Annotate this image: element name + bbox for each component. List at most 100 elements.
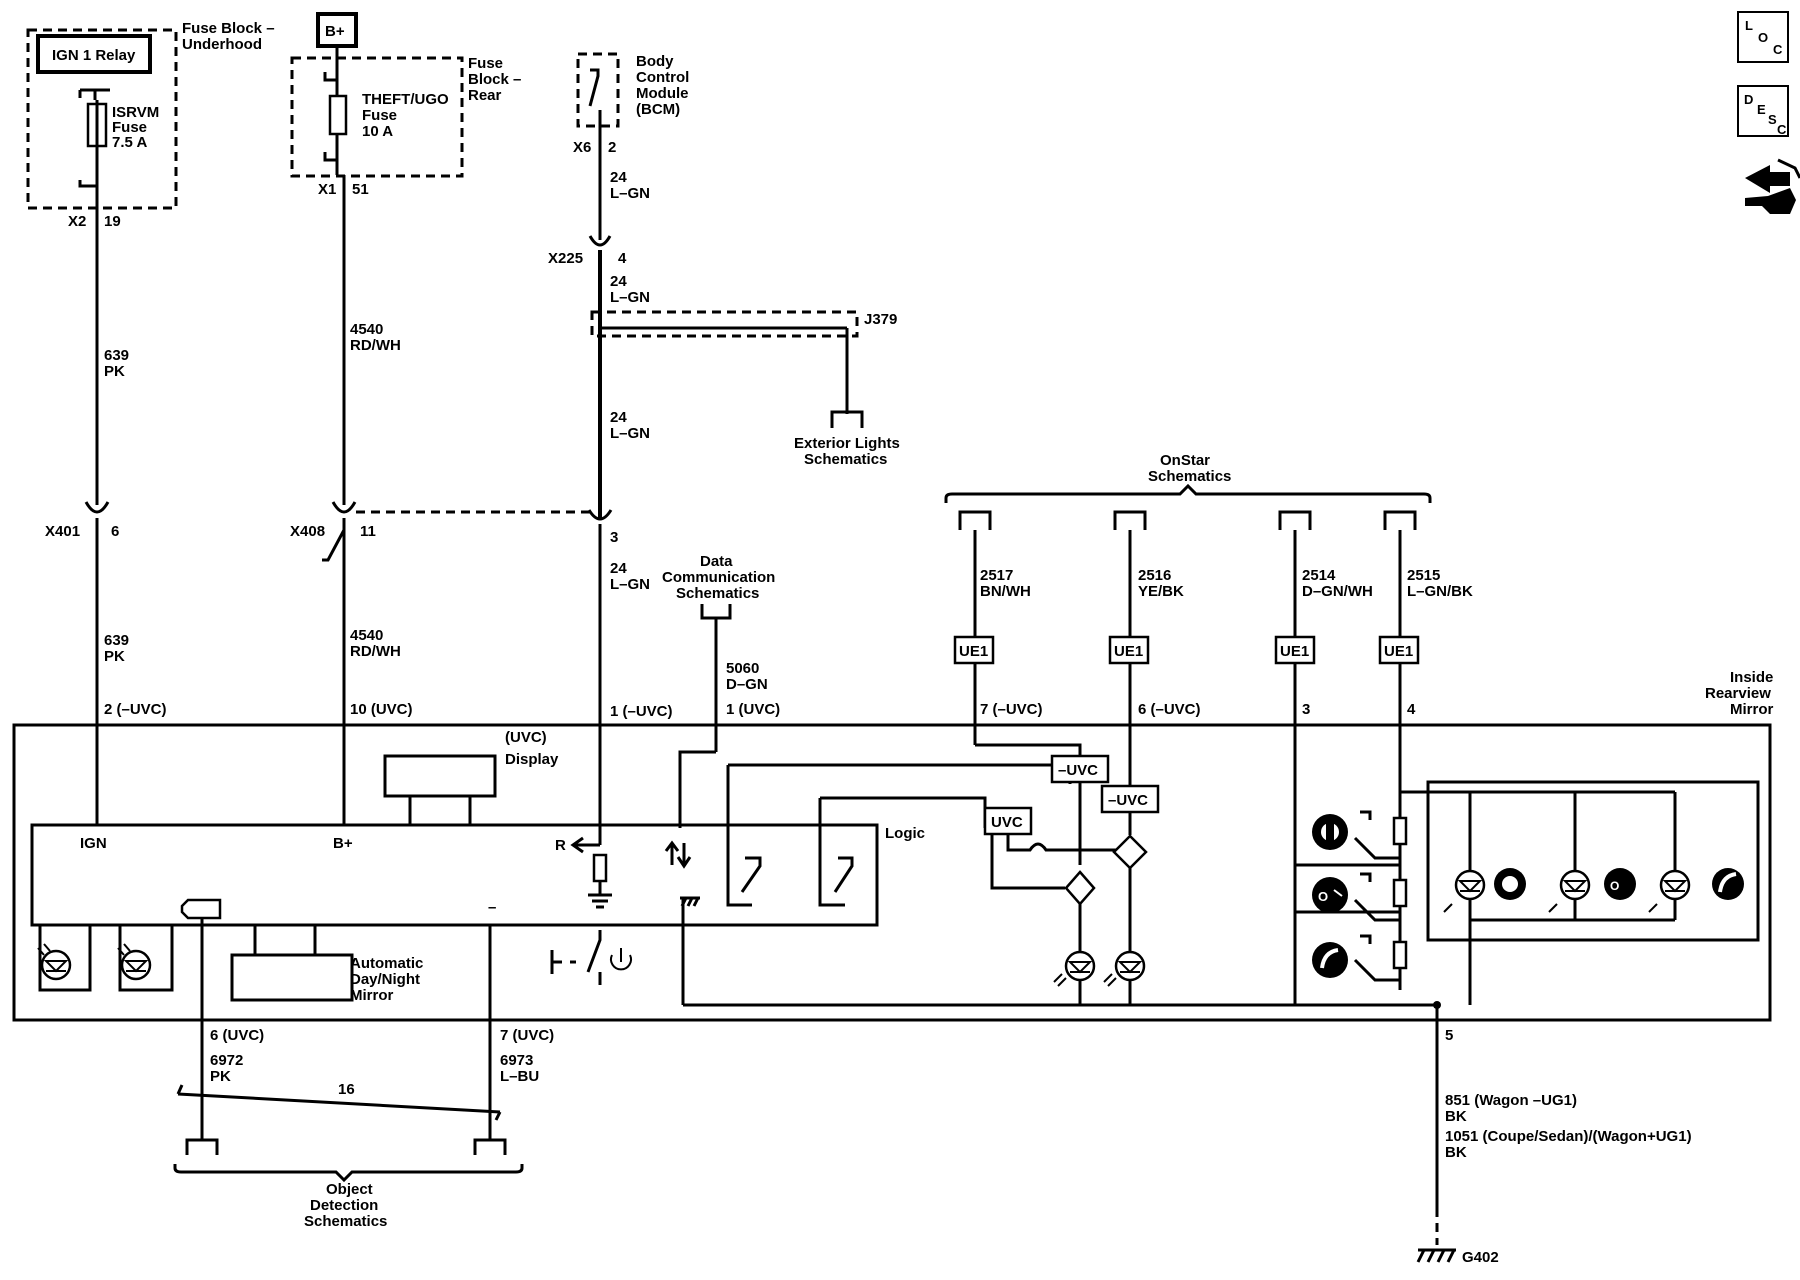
svg-text:UE1: UE1 bbox=[1114, 643, 1143, 660]
onstar-wire-2517: UE1 2517 BN/WH 7 (–UVC) bbox=[953, 510, 1043, 745]
logic-diamond-2 bbox=[1112, 834, 1148, 870]
power-icon bbox=[610, 948, 632, 971]
mirror-label-1: Inside bbox=[1730, 669, 1773, 686]
b-plus-box-label: B+ bbox=[325, 23, 345, 40]
panel-phone-icon bbox=[1712, 868, 1744, 900]
onstar-wire-2514: UE1 2514 D–GN/WH 3 bbox=[1274, 510, 1373, 990]
loc-icon-label: L bbox=[1745, 18, 1753, 33]
wire-639-lower-num: 639 bbox=[104, 632, 129, 649]
loc-icon[interactable]: L O C bbox=[1737, 11, 1789, 63]
bcm-frame bbox=[576, 52, 620, 128]
backlight-led-1 bbox=[37, 925, 92, 992]
pin-16-label: 16 bbox=[338, 1081, 355, 1098]
wire-6973-color: L–BU bbox=[500, 1068, 539, 1085]
button-backlight-panel bbox=[1426, 780, 1760, 942]
theft-fuse-symbol bbox=[328, 94, 348, 136]
x408-shorting-bar bbox=[322, 529, 346, 562]
svg-text:O: O bbox=[1318, 889, 1328, 904]
ground-g402-symbol bbox=[1416, 1248, 1456, 1263]
logic-label: Logic bbox=[885, 825, 925, 842]
svg-text:2515: 2515 bbox=[1407, 567, 1440, 584]
onstar-phone-button-icon[interactable] bbox=[1312, 942, 1348, 978]
svg-text:7 (–UVC): 7 (–UVC) bbox=[980, 701, 1043, 718]
svg-text:BN/WH: BN/WH bbox=[980, 583, 1031, 600]
logic-ign-label: IGN bbox=[80, 835, 107, 852]
wire-5060-num: 5060 bbox=[726, 660, 759, 677]
wire-4540-lower-color: RD/WH bbox=[350, 643, 401, 660]
object-detection-label-1: Object bbox=[326, 1181, 373, 1198]
onstar-service-button-icon[interactable]: O bbox=[1312, 877, 1348, 913]
isrvm-fuse-label-3: 7.5 A bbox=[112, 134, 147, 151]
backlight-led-2 bbox=[117, 925, 174, 992]
x225-label: X225 bbox=[548, 250, 583, 267]
panel-led-1 bbox=[1443, 869, 1486, 913]
desc-icon[interactable]: D E S C bbox=[1737, 85, 1789, 137]
x225-connector bbox=[588, 235, 612, 247]
pin-1b-label: 1 (UVC) bbox=[726, 701, 780, 718]
svg-text:2516: 2516 bbox=[1138, 567, 1171, 584]
wire-5060-color: D–GN bbox=[726, 676, 768, 693]
onstar-wire-2516: UE1 2516 YE/BK 6 (–UVC) bbox=[1108, 510, 1201, 785]
neg-uvc-box-2 bbox=[1100, 784, 1160, 814]
logic-bplus-label: B+ bbox=[333, 835, 353, 852]
fuse-block-rear-label-1: Fuse bbox=[468, 55, 503, 72]
isrvm-fuse-label-2: Fuse bbox=[112, 119, 147, 136]
logic-minus-label: – bbox=[488, 899, 496, 916]
panel-service-icon: O bbox=[1604, 868, 1636, 900]
svg-text:D–GN/WH: D–GN/WH bbox=[1302, 583, 1373, 600]
bcm-label-4: (BCM) bbox=[636, 101, 680, 118]
svg-text:S: S bbox=[1768, 112, 1777, 127]
x1-pin: 51 bbox=[352, 181, 369, 198]
onstar-blue-button-icon[interactable] bbox=[1312, 814, 1348, 850]
uvc-box-label: UVC bbox=[991, 814, 1023, 831]
svg-text:UE1: UE1 bbox=[1280, 643, 1309, 660]
auto-dimming-label-2: Day/Night bbox=[350, 971, 420, 988]
fuse-block-underhood-label-2: Underhood bbox=[182, 36, 262, 53]
x225-pin: 4 bbox=[618, 250, 627, 267]
ground-g402-label: G402 bbox=[1462, 1249, 1499, 1266]
display-box bbox=[383, 754, 497, 798]
svg-text:3: 3 bbox=[1302, 701, 1310, 718]
wire-639-upper-num: 639 bbox=[104, 347, 129, 364]
wire-4540-upper-num: 4540 bbox=[350, 321, 383, 338]
x401-connector bbox=[84, 501, 110, 514]
x2-label: X2 bbox=[68, 213, 86, 230]
ign1-relay-label: IGN 1 Relay bbox=[52, 47, 136, 64]
onstar-label-1: OnStar bbox=[1160, 452, 1210, 469]
inside-rearview-mirror-frame bbox=[12, 723, 1772, 1022]
wire-24-b-color: L–GN bbox=[610, 289, 650, 306]
x408-pin: 11 bbox=[360, 523, 376, 540]
fuse-block-underhood-label-1: Fuse Block – bbox=[182, 20, 275, 37]
fuse-top-terminal bbox=[78, 88, 110, 100]
x408-label: X408 bbox=[290, 523, 325, 540]
svg-text:O: O bbox=[1758, 30, 1768, 45]
display-label-2: Display bbox=[505, 751, 559, 768]
panel-led-2 bbox=[1548, 869, 1591, 913]
bcm-label-1: Body bbox=[636, 53, 674, 70]
wire-6973-num: 6973 bbox=[500, 1052, 533, 1069]
wire-24-c-color: L–GN bbox=[610, 425, 650, 442]
ext-lights-label-1: Exterior Lights bbox=[794, 435, 900, 452]
panel-led-3 bbox=[1648, 869, 1691, 913]
object-detection-connector-1 bbox=[185, 1138, 219, 1155]
x401-label: X401 bbox=[45, 523, 80, 540]
wire-24-a-num: 24 bbox=[610, 169, 627, 186]
mirror-label-3: Mirror bbox=[1730, 701, 1774, 718]
svg-text:E: E bbox=[1757, 102, 1766, 117]
wire-24-c-num: 24 bbox=[610, 409, 627, 426]
connector-end-view-icon[interactable] bbox=[1745, 158, 1800, 214]
data-comm-connector bbox=[700, 604, 732, 620]
j379-label: J379 bbox=[864, 311, 897, 328]
theft-fuse-label-1: THEFT/UGO bbox=[362, 91, 449, 108]
status-led-2 bbox=[1103, 950, 1146, 987]
wire-6972-color: PK bbox=[210, 1068, 231, 1085]
wire-24-a-color: L–GN bbox=[610, 185, 650, 202]
ign1-relay-box bbox=[36, 34, 152, 74]
ground-wire-label-4: BK bbox=[1445, 1144, 1467, 1161]
data-comm-label-3: Schematics bbox=[676, 585, 759, 602]
pin-1a-label: 1 (–UVC) bbox=[610, 703, 673, 720]
svg-text:4: 4 bbox=[1407, 701, 1416, 718]
svg-text:D: D bbox=[1744, 92, 1753, 107]
svg-text:UE1: UE1 bbox=[1384, 643, 1413, 660]
